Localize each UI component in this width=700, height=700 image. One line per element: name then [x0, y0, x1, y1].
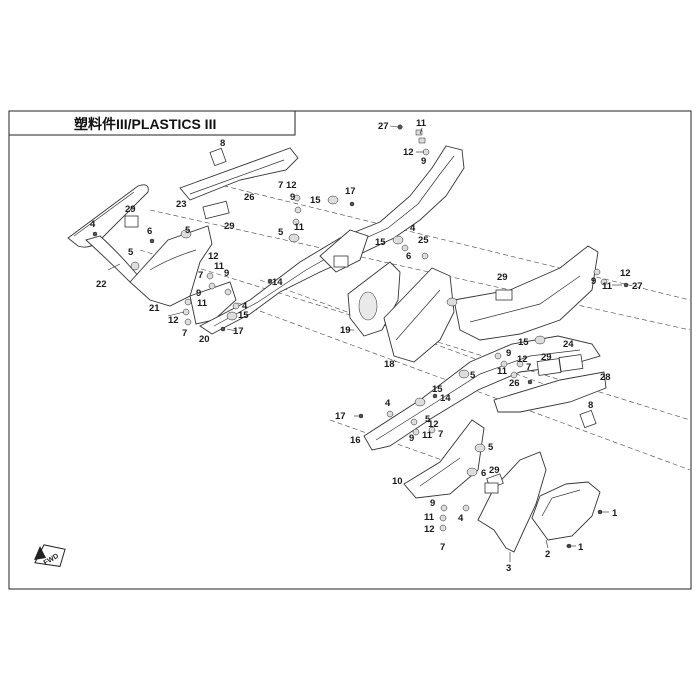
- part-21-left-panel: [129, 225, 237, 325]
- callout-9: 9: [290, 192, 295, 203]
- callout-9: 9: [224, 268, 229, 279]
- callout-7: 7: [278, 180, 283, 191]
- callout-16: 16: [350, 435, 361, 446]
- callout-26: 26: [244, 192, 255, 203]
- hardware: [92, 124, 629, 549]
- callout-26: 26: [509, 378, 520, 389]
- callout-5: 5: [185, 225, 191, 236]
- callout-11: 11: [602, 281, 613, 292]
- callout-12: 12: [620, 268, 631, 279]
- callout-labels: 27 11 12 9 8 7 12 15 17 9 11 26 23 29 29…: [90, 118, 643, 574]
- part-2-side-panel: [531, 481, 601, 541]
- callout-5: 5: [128, 247, 134, 258]
- callout-11: 11: [197, 298, 208, 309]
- callout-2: 2: [545, 549, 550, 560]
- callout-19: 19: [340, 325, 351, 336]
- callout-15: 15: [518, 337, 529, 348]
- callout-7: 7: [198, 270, 203, 281]
- callout-8: 8: [220, 138, 225, 149]
- callout-5: 5: [470, 370, 476, 381]
- callout-11: 11: [497, 366, 508, 377]
- callout-7: 7: [440, 542, 445, 553]
- callout-11: 11: [424, 512, 435, 523]
- page-title: 塑料件III/PLASTICS III: [74, 116, 216, 132]
- callout-1: 1: [578, 542, 584, 553]
- callout-11: 11: [416, 118, 427, 129]
- callout-10: 10: [392, 476, 403, 487]
- diagram-border: [8, 110, 692, 590]
- fwd-arrow: FWD: [34, 544, 66, 567]
- callout-7: 7: [438, 429, 443, 440]
- callout-23: 23: [176, 199, 187, 210]
- callout-20: 20: [199, 334, 210, 345]
- callout-9: 9: [506, 348, 511, 359]
- callout-17: 17: [233, 326, 244, 337]
- main-frame-rail: [199, 145, 465, 335]
- callout-29: 29: [224, 221, 235, 232]
- callout-12: 12: [286, 180, 297, 191]
- callout-7: 7: [526, 362, 531, 373]
- callout-12: 12: [403, 147, 414, 158]
- part-28-rear-fender: [493, 354, 607, 413]
- callout-9: 9: [430, 498, 435, 509]
- callout-29: 29: [125, 204, 136, 215]
- callout-9: 9: [591, 276, 596, 287]
- callout-27: 27: [378, 121, 389, 132]
- title-box: [8, 110, 296, 136]
- callout-12: 12: [517, 354, 528, 365]
- rear-upper-fender: [453, 245, 599, 341]
- callout-15: 15: [375, 237, 386, 248]
- callout-6: 6: [481, 468, 486, 479]
- callout-17: 17: [345, 186, 356, 197]
- callout-4: 4: [90, 219, 96, 230]
- part-23-upper-bar: [179, 147, 299, 201]
- callout-9: 9: [409, 433, 414, 444]
- callout-12: 12: [208, 251, 219, 262]
- callout-15: 15: [238, 310, 249, 321]
- callout-18: 18: [384, 359, 395, 370]
- callout-9: 9: [196, 288, 201, 299]
- callout-11: 11: [422, 430, 433, 441]
- callout-11: 11: [214, 261, 225, 272]
- callout-5: 5: [425, 414, 431, 425]
- callout-4: 4: [385, 398, 391, 409]
- callout-4: 4: [458, 513, 464, 524]
- stickers-29: [124, 147, 597, 494]
- callout-12: 12: [168, 315, 179, 326]
- callout-14: 14: [440, 393, 451, 404]
- callout-8: 8: [588, 400, 593, 411]
- callout-29: 29: [541, 352, 552, 363]
- callout-12: 12: [428, 419, 439, 430]
- callout-11: 11: [294, 222, 305, 233]
- callout-5: 5: [488, 442, 494, 453]
- callout-15: 15: [432, 384, 443, 395]
- callout-22: 22: [96, 279, 107, 290]
- callout-4: 4: [410, 223, 416, 234]
- callout-29: 29: [497, 272, 508, 283]
- leader-lines: [107, 125, 622, 562]
- callout-12: 12: [424, 524, 435, 535]
- callout-21: 21: [149, 303, 160, 314]
- callout-3: 3: [506, 563, 511, 574]
- callout-1: 1: [612, 508, 618, 519]
- callout-28: 28: [600, 372, 611, 383]
- callout-17: 17: [335, 411, 346, 422]
- callout-9: 9: [421, 156, 426, 167]
- callout-24: 24: [563, 339, 574, 350]
- callout-7: 7: [182, 328, 187, 339]
- callout-15: 15: [310, 195, 321, 206]
- callout-6: 6: [406, 251, 411, 262]
- callout-25: 25: [418, 235, 429, 246]
- part-22-front-cover: [67, 184, 149, 283]
- callout-5: 5: [278, 227, 284, 238]
- part-18-center-panel: [383, 267, 455, 363]
- callout-29: 29: [489, 465, 500, 476]
- callout-14: 14: [272, 277, 283, 288]
- callout-27: 27: [632, 281, 643, 292]
- callout-4: 4: [242, 301, 248, 312]
- callout-6: 6: [147, 226, 152, 237]
